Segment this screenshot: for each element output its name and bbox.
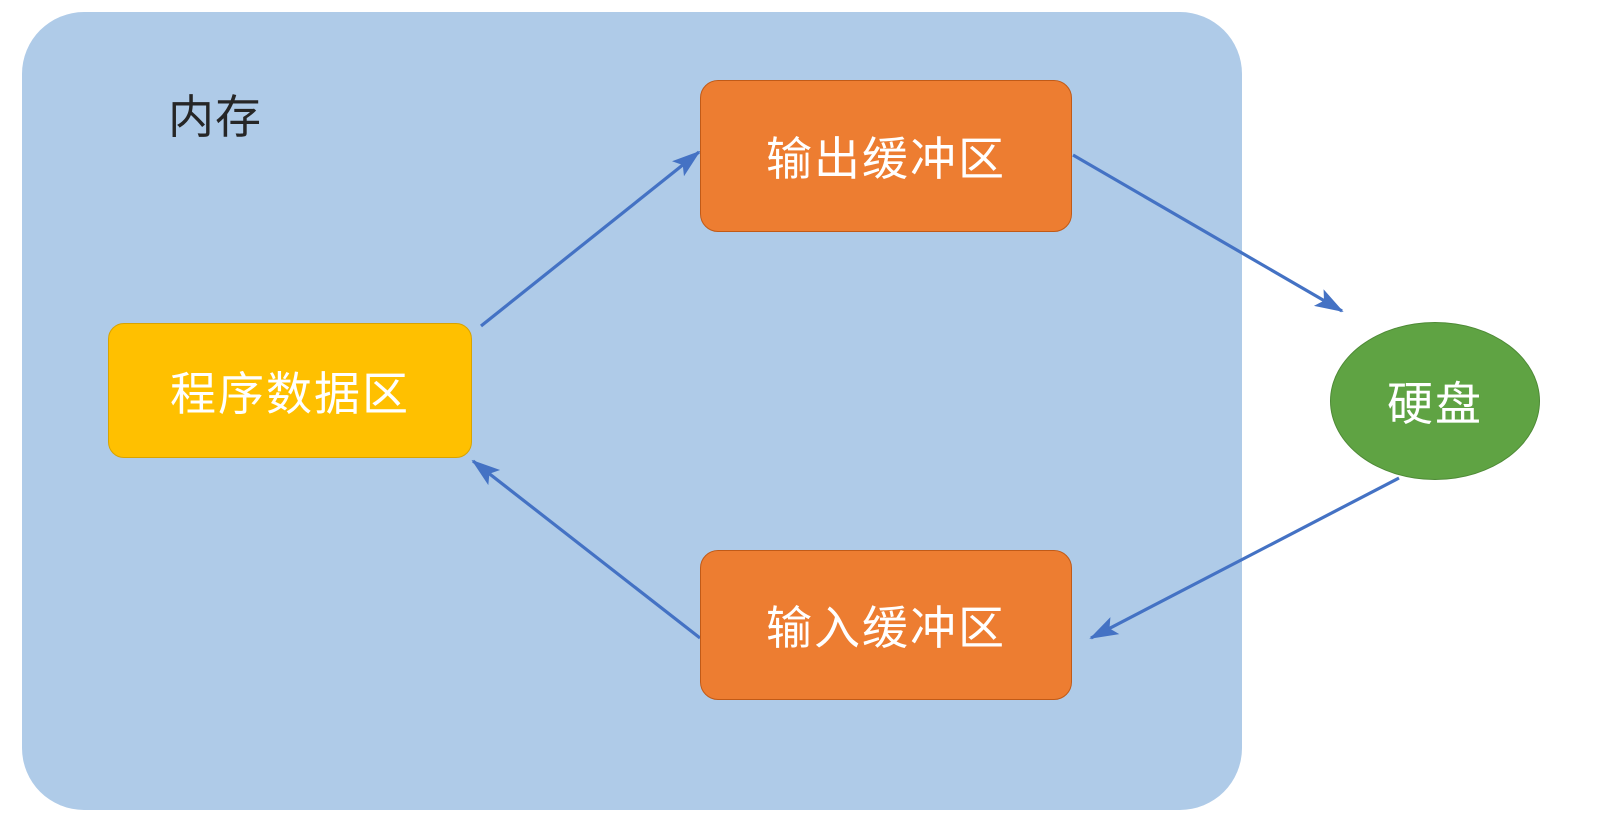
node-output-buffer[interactable]: 输出缓冲区 <box>700 80 1072 232</box>
node-program-data-area[interactable]: 程序数据区 <box>108 323 472 458</box>
node-input-buffer-label: 输入缓冲区 <box>766 601 1006 655</box>
node-hard-disk-label: 硬盘 <box>1387 377 1483 431</box>
node-program-data-area-label: 程序数据区 <box>170 366 410 421</box>
memory-container-label: 内存 <box>168 90 262 144</box>
node-hard-disk[interactable]: 硬盘 <box>1330 322 1540 480</box>
node-input-buffer[interactable]: 输入缓冲区 <box>700 550 1072 700</box>
node-output-buffer-label: 输出缓冲区 <box>766 132 1006 186</box>
